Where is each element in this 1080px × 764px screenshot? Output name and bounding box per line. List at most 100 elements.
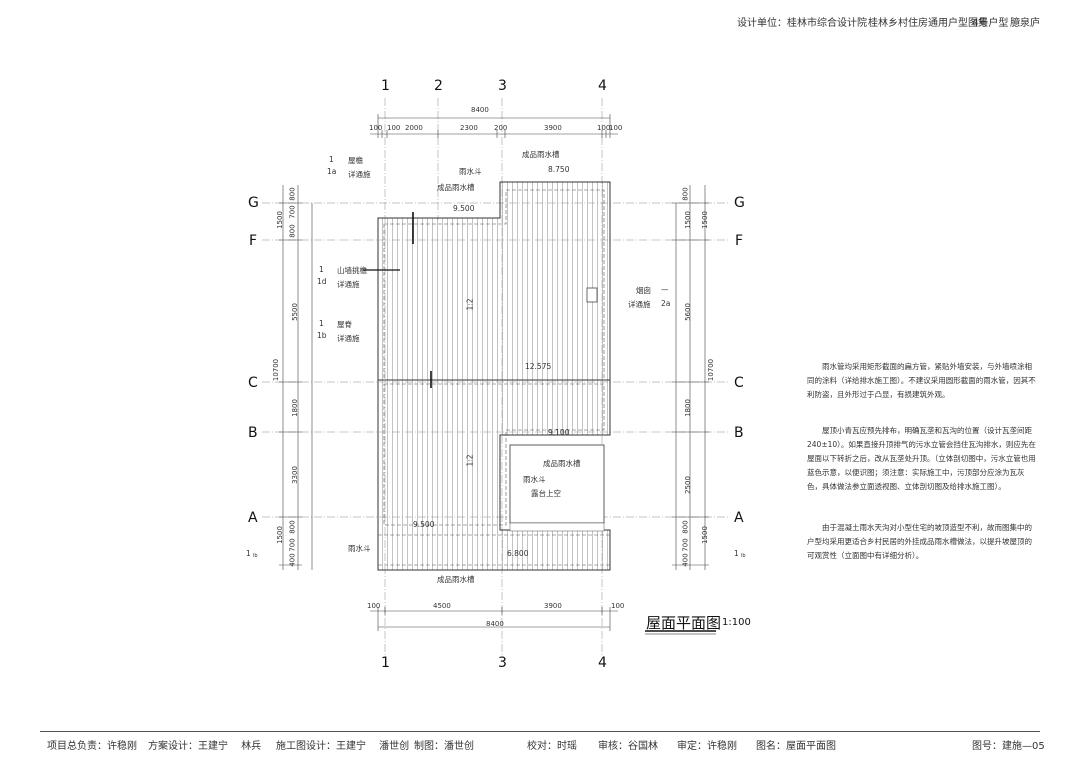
dim-top-seg: 100 bbox=[609, 124, 623, 132]
dim-top-seg: 100 bbox=[369, 124, 383, 132]
footer-check: 校对：时瑶 bbox=[527, 741, 577, 752]
dim-right-seg: 2500 bbox=[683, 476, 692, 494]
grid-label-right: C bbox=[734, 375, 744, 391]
detail-index-number: 1 bbox=[319, 319, 324, 328]
design-note: 雨水管均采用矩形截面的扁方管，紧贴外墙安装，与外墙喷涂相同的涂料（详给排水施工图… bbox=[807, 362, 1036, 399]
grid-label-left: C bbox=[248, 375, 258, 391]
grid-label-bottom: 3 bbox=[498, 655, 507, 671]
dim-right-seg: 400 bbox=[681, 553, 690, 567]
grid-label-top: 4 bbox=[598, 78, 607, 94]
eave-label: 屋檐 bbox=[348, 156, 363, 165]
footer-drafting: 制图：潘世创 bbox=[414, 741, 474, 752]
dim-left-mid: 1500 bbox=[275, 211, 284, 229]
elevation-label: 6.800 bbox=[507, 549, 529, 558]
grid-label-top: 2 bbox=[434, 78, 443, 94]
dim-top-seg: 200 bbox=[494, 124, 508, 132]
grid-label-right: F bbox=[735, 233, 744, 249]
dim-bottom-seg: 100 bbox=[367, 602, 381, 610]
eave-ref: 详通施 bbox=[348, 170, 371, 179]
detail-index-sheet: 1b bbox=[317, 331, 327, 340]
dim-top-total: 8400 bbox=[471, 106, 489, 114]
elevation-label: 12.575 bbox=[525, 362, 552, 371]
gutter-label: 成品雨水槽 bbox=[522, 150, 560, 159]
detail-index-sheet: 1a bbox=[327, 167, 337, 176]
footer-drawing-number: 图号：建施—05 bbox=[972, 741, 1045, 752]
dim-right-total: 10700 bbox=[707, 358, 716, 382]
footer-review: 审核：谷国林 bbox=[598, 741, 658, 752]
detail-index-number: 1 bbox=[329, 155, 334, 164]
dim-left-seg: 800 bbox=[288, 187, 297, 201]
dim-top-seg: 100 bbox=[597, 124, 611, 132]
detail-index-dash: — bbox=[661, 285, 669, 294]
dim-right-seg: 800 bbox=[681, 187, 690, 201]
grid-label-left: G bbox=[248, 195, 259, 211]
roof-slope: 1:2 bbox=[465, 454, 475, 467]
detail-index-number: 1 bbox=[319, 265, 324, 274]
grid-label-left: A bbox=[248, 510, 258, 526]
downspout-label: 雨水斗 bbox=[523, 475, 546, 484]
gutter-label: 成品雨水槽 bbox=[543, 459, 581, 468]
collection-title: 桂林乡村住房通用户型图集 bbox=[868, 18, 988, 29]
downspout-label: 雨水斗 bbox=[348, 544, 371, 553]
dim-left-seg: 800 bbox=[288, 520, 297, 534]
section-symbol-left: 1 bbox=[246, 549, 251, 558]
design-note: 屋顶小青瓦应预先排布，明确瓦垄和瓦沟的位置（设计瓦垄间距240±10）。如果直接… bbox=[807, 426, 1036, 491]
footer-scheme-design: 方案设计：王建宁 林兵 bbox=[148, 741, 262, 752]
roof-slope: 1:2 bbox=[465, 298, 475, 311]
dim-right-mid: 1500 bbox=[700, 211, 709, 229]
gutter-label: 成品雨水槽 bbox=[437, 183, 475, 192]
house-style: 臆泉庐 bbox=[1010, 18, 1040, 29]
designer-unit: 设计单位：桂林市综合设计院 bbox=[737, 18, 867, 29]
dim-left-seg: 700 bbox=[288, 205, 297, 219]
dim-bottom-total: 8400 bbox=[486, 620, 504, 628]
dim-right-mid: 1500 bbox=[700, 526, 709, 544]
elevation-label: 9.100 bbox=[548, 428, 570, 437]
dim-left-seg: 5500 bbox=[290, 303, 299, 321]
elevation-label: 8.750 bbox=[548, 165, 570, 174]
dim-top-seg: 2000 bbox=[405, 124, 423, 132]
detail-index-sheet: 1d bbox=[317, 277, 327, 286]
downspout-label: 雨水斗 bbox=[459, 167, 482, 176]
detail-index-sheet: 2a bbox=[661, 299, 671, 308]
elevation-label: 9.500 bbox=[413, 520, 435, 529]
section-markers bbox=[412, 212, 432, 388]
dim-top-seg: 100 bbox=[387, 124, 401, 132]
dim-left-mid: 1500 bbox=[275, 526, 284, 544]
top-dimension-lines bbox=[370, 114, 618, 138]
grid-label-right: G bbox=[734, 195, 745, 211]
roof-outline bbox=[377, 181, 611, 571]
dim-bottom-seg: 100 bbox=[611, 602, 625, 610]
grid-label-right: B bbox=[734, 425, 744, 441]
right-dimension-lines bbox=[672, 185, 709, 570]
house-type: 4号户型 bbox=[972, 18, 1009, 29]
dim-bottom-seg: 4500 bbox=[433, 602, 451, 610]
drawing-scale: 1:100 bbox=[722, 617, 751, 628]
footer-rule bbox=[40, 731, 1040, 732]
dim-right-seg: 1800 bbox=[683, 399, 692, 417]
chimney-symbol bbox=[586, 287, 598, 303]
dim-left-seg: 700 bbox=[288, 538, 297, 552]
grid-label-bottom: 4 bbox=[598, 655, 607, 671]
section-symbol-right: 1 bbox=[734, 549, 739, 558]
design-note: 由于混凝土雨水天沟对小型住宅的坡顶造型不利，故而图集中的户型均采用更适合乡村民居… bbox=[807, 523, 1032, 560]
terrace-opening bbox=[509, 444, 605, 532]
section-symbol-right-sub: lb bbox=[741, 553, 746, 559]
dim-right-seg: 1500 bbox=[683, 211, 692, 229]
grid-label-left: F bbox=[249, 233, 258, 249]
dim-right-seg: 700 bbox=[681, 538, 690, 552]
chimney-label: 烟囱 bbox=[636, 286, 651, 295]
grid-label-left: B bbox=[248, 425, 258, 441]
grid-label-bottom: 1 bbox=[381, 655, 390, 671]
dim-left-seg: 3300 bbox=[290, 466, 299, 484]
gable-ref: 详通施 bbox=[337, 280, 360, 289]
grid-label-top: 3 bbox=[498, 78, 507, 94]
ridge-ref: 详通施 bbox=[337, 334, 360, 343]
elevation-label: 9.500 bbox=[453, 204, 475, 213]
footer-approve: 审定：许稳刚 bbox=[677, 741, 737, 752]
footer-drawing-name: 图名：屋面平面图 bbox=[756, 741, 836, 752]
dim-bottom-seg: 3900 bbox=[544, 602, 562, 610]
dim-top-seg: 2300 bbox=[460, 124, 478, 132]
ridge-label: 屋脊 bbox=[337, 320, 352, 329]
bottom-dimension-lines bbox=[370, 607, 618, 631]
grid-label-right: A bbox=[734, 510, 744, 526]
